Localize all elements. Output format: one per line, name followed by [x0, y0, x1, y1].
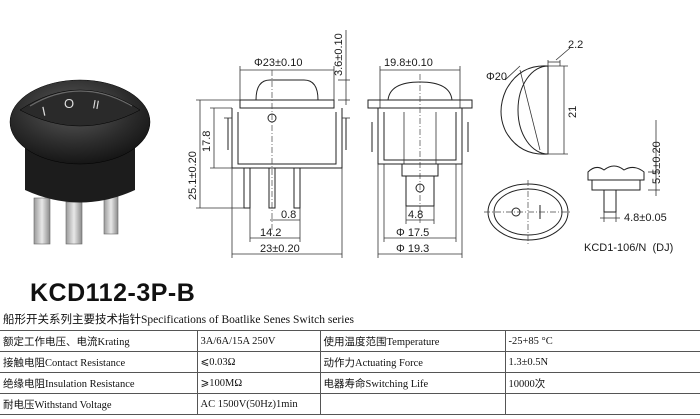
dim-small-width: 4.8±0.05	[624, 212, 667, 224]
spec-label: 额定工作电压、电流Krating	[0, 330, 197, 352]
svg-text:O: O	[64, 96, 74, 111]
dim-small-height: 5.5±0.20	[651, 141, 663, 184]
spec-value: AC 1500V(50Hz)1min	[196, 393, 320, 415]
dim-pin-thickness: 0.8	[281, 209, 296, 221]
spec-table: 额定工作电压、电流Krating 3A/6A/15A 250V 使用温度范围Te…	[0, 330, 700, 415]
table-row: 接触电阻Contact Resistance ⩽0.03Ω 动作力Actuati…	[0, 351, 700, 373]
spec-value: ⩽0.03Ω	[196, 351, 320, 373]
spec-label: 接触电阻Contact Resistance	[0, 351, 197, 373]
dim-pin-width: 4.8	[408, 209, 423, 221]
table-row: 额定工作电压、电流Krating 3A/6A/15A 250V 使用温度范围Te…	[0, 330, 700, 352]
dim-body-height: 17.8	[201, 131, 213, 152]
dim-top-width: Φ23±0.10	[254, 57, 302, 69]
model-title: KCD112-3P-B	[30, 279, 196, 307]
dim-side-diameter-outer: Φ 19.3	[396, 243, 429, 255]
spec-label: 绝缘电阻Insulation Resistance	[0, 372, 197, 394]
dim-rocker-height: 21	[567, 106, 579, 118]
dim-rocker-diameter: Φ20	[486, 71, 507, 83]
dim-bottom-width: 23±0.20	[260, 243, 300, 255]
spec-value: -25+85 °C	[504, 330, 700, 352]
spec-label: 耐电压Withstand Voltage	[0, 393, 197, 415]
table-row: 绝缘电阻Insulation Resistance ⩾100MΩ 电器寿命Swi…	[0, 372, 700, 394]
variant-label: KCD1-106/N (DJ)	[584, 242, 673, 254]
bottom-view	[484, 180, 572, 244]
spec-value: 3A/6A/15A 250V	[196, 330, 320, 352]
switch-photo: I O II	[9, 79, 151, 245]
spec-value: 10000次	[504, 372, 700, 394]
spec-value	[504, 393, 700, 415]
spec-label	[319, 393, 505, 415]
rocker-top-view	[500, 47, 571, 155]
spec-label: 电器寿命Switching Life	[319, 372, 505, 394]
spec-label: 动作力Actuating Force	[319, 351, 505, 373]
technical-drawing: Φ23±0.10 3.6±0.10 25.1±0.20 17.8 0.8 14.…	[187, 30, 673, 258]
dim-height-above-panel: 3.6±0.10	[333, 33, 345, 76]
small-variant-view	[587, 120, 660, 222]
side-view	[367, 66, 473, 258]
dim-side-diameter-inner: Φ 17.5	[396, 227, 429, 239]
svg-text:I: I	[41, 104, 48, 119]
spec-value: 1.3±0.5N	[504, 351, 700, 373]
table-row: 耐电压Withstand Voltage AC 1500V(50Hz)1min	[0, 393, 700, 415]
front-view	[196, 30, 350, 258]
dim-total-height: 25.1±0.20	[187, 151, 199, 200]
spec-value: ⩾100MΩ	[196, 372, 320, 394]
spec-heading: 船形开关系列主要技术指针Specifications of Boatlike S…	[3, 314, 355, 326]
spec-label: 使用温度范围Temperature	[319, 330, 505, 352]
dim-pin-pitch: 14.2	[260, 227, 281, 239]
dim-rocker-offset: 2.2	[568, 39, 583, 51]
dim-side-top-width: 19.8±0.10	[384, 57, 433, 69]
svg-text:II: II	[91, 97, 100, 112]
